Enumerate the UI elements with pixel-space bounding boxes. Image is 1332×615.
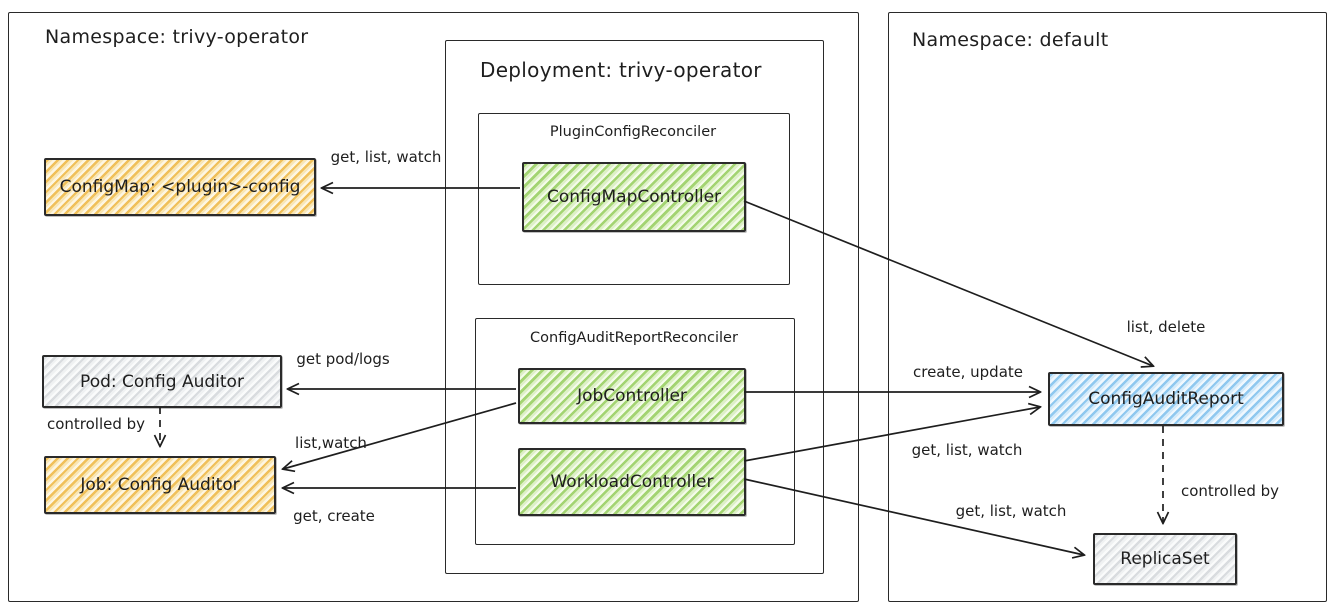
edge-label-controlled-by-car-rs: controlled by (1180, 482, 1280, 500)
edge-label-create-update: create, update (912, 363, 1024, 381)
node-workload-controller: WorkloadController (518, 448, 746, 516)
deployment-title: Deployment: trivy-operator (480, 58, 762, 82)
edge-label-get-list-watch-rs: get, list, watch (955, 502, 1067, 520)
edge-label-get-pod-logs: get pod/logs (296, 350, 390, 368)
node-config-audit-report: ConfigAuditReport (1048, 372, 1284, 426)
config-audit-report-reconciler-title: ConfigAuditReportReconciler (530, 330, 738, 346)
edge-label-controlled-by-pod-job: controlled by (46, 415, 146, 433)
node-job-config-auditor: Job: Config Auditor (44, 456, 276, 514)
edge-label-get-list-watch-car: get, list, watch (911, 441, 1023, 459)
node-pod-config-auditor: Pod: Config Auditor (42, 355, 282, 408)
node-job-controller: JobController (518, 368, 746, 424)
container-plugin-config-reconciler (478, 113, 790, 285)
edge-label-list-watch: list,watch (295, 434, 367, 452)
node-configmap-controller: ConfigMapController (522, 162, 746, 232)
plugin-config-reconciler-title: PluginConfigReconciler (549, 124, 717, 140)
node-configmap-plugin-config: ConfigMap: <plugin>-config (44, 158, 316, 216)
node-replica-set: ReplicaSet (1093, 533, 1237, 585)
namespace-left-title: Namespace: trivy-operator (45, 26, 309, 48)
container-namespace-default (888, 12, 1327, 602)
edge-label-get-create: get, create (293, 507, 375, 525)
edge-label-list-delete: list, delete (1126, 318, 1206, 336)
edge-label-get-list-watch-configmap: get, list, watch (330, 148, 442, 166)
namespace-right-title: Namespace: default (912, 29, 1109, 51)
